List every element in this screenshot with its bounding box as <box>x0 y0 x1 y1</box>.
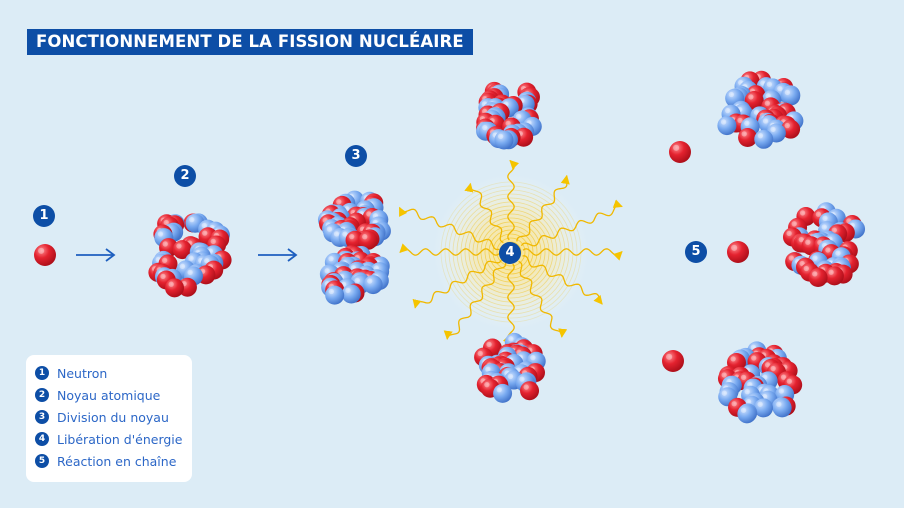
neutron-particle <box>754 129 774 149</box>
legend-label: Noyau atomique <box>57 387 161 403</box>
step-badge-4: 4 <box>499 242 521 264</box>
chain-nucleus-1 <box>717 70 804 149</box>
energy-ring <box>464 205 558 299</box>
chain-nucleus-2 <box>782 202 866 287</box>
energy-ray <box>399 243 500 256</box>
neutron-particle <box>325 285 345 305</box>
proton <box>520 381 540 401</box>
energy-ring <box>452 193 570 311</box>
neutron-particle <box>737 404 757 424</box>
step-badge-3: 3 <box>345 145 367 167</box>
energy-ray <box>398 206 500 251</box>
arrow-nucleus-to-division <box>258 248 298 262</box>
legend-number: 2 <box>35 388 49 402</box>
legend-panel: 1 Neutron 2 Noyau atomique 3 Division du… <box>26 355 192 482</box>
energy-ray <box>522 248 623 261</box>
step-badge-5: 5 <box>685 241 707 263</box>
fission-fragment-top <box>476 81 542 150</box>
energy-ray <box>502 263 515 345</box>
energy-ring <box>472 213 550 291</box>
energy-ring <box>468 209 554 295</box>
energy-ring <box>444 185 578 319</box>
legend-item-neutron: 1 Neutron <box>35 364 107 382</box>
proton <box>824 266 844 286</box>
splitting-nucleus-top <box>317 190 391 250</box>
proton <box>781 119 801 139</box>
proton <box>172 240 192 260</box>
step-badge-2: 2 <box>174 165 196 187</box>
energy-ring <box>448 189 574 315</box>
energy-ray <box>518 260 568 338</box>
proton <box>165 278 185 298</box>
neutron-particle <box>363 275 383 295</box>
neutron-step-1 <box>34 244 56 266</box>
released-neutron-3 <box>662 350 684 372</box>
proton <box>744 91 764 111</box>
legend-item-nucleus: 2 Noyau atomique <box>35 386 160 404</box>
released-neutron-2 <box>727 241 749 263</box>
fission-fragment-bottom <box>474 332 546 403</box>
energy-ray <box>443 262 507 341</box>
energy-ring <box>488 229 534 275</box>
step-badge-1: 1 <box>33 205 55 227</box>
neutron-particle <box>717 116 737 136</box>
released-neutron-1 <box>669 141 691 163</box>
legend-number: 3 <box>35 410 49 424</box>
arrow-neutron-to-nucleus <box>76 248 116 262</box>
energy-ring <box>456 197 566 307</box>
neutron-particle <box>781 86 801 106</box>
energy-ray <box>522 255 603 305</box>
legend-label: Réaction en chaîne <box>57 453 177 469</box>
neutron-particle <box>753 398 773 418</box>
legend-item-division: 3 Division du noyau <box>35 408 169 426</box>
splitting-nucleus-bottom <box>319 245 390 305</box>
neutron-particle <box>493 383 513 403</box>
proton <box>738 128 758 148</box>
proton <box>358 230 378 250</box>
energy-ring <box>476 217 546 287</box>
energy-ray <box>516 174 570 242</box>
page-title: FONCTIONNEMENT DE LA FISSION NUCLÉAIRE <box>27 29 473 55</box>
neutron-particle <box>341 284 361 304</box>
neutron-particle <box>772 398 792 418</box>
energy-ring <box>492 233 530 271</box>
legend-label: Neutron <box>57 365 108 381</box>
energy-ring <box>496 237 526 267</box>
energy-ray <box>520 199 623 247</box>
neutron-particle <box>494 130 514 150</box>
energy-ring <box>484 225 538 279</box>
proton <box>808 267 828 287</box>
energy-ray <box>412 259 503 309</box>
chain-nucleus-3 <box>717 341 803 424</box>
legend-item-energy: 4 Libération d'énergie <box>35 430 182 448</box>
legend-number: 5 <box>35 454 49 468</box>
legend-number: 1 <box>35 366 49 380</box>
atomic-nucleus <box>148 213 232 298</box>
energy-ray <box>464 182 504 244</box>
legend-number: 4 <box>35 432 49 446</box>
legend-label: Libération d'énergie <box>57 431 183 447</box>
energy-ray <box>507 159 520 241</box>
legend-label: Division du noyau <box>57 409 169 425</box>
legend-item-chain-reaction: 5 Réaction en chaîne <box>35 452 176 470</box>
